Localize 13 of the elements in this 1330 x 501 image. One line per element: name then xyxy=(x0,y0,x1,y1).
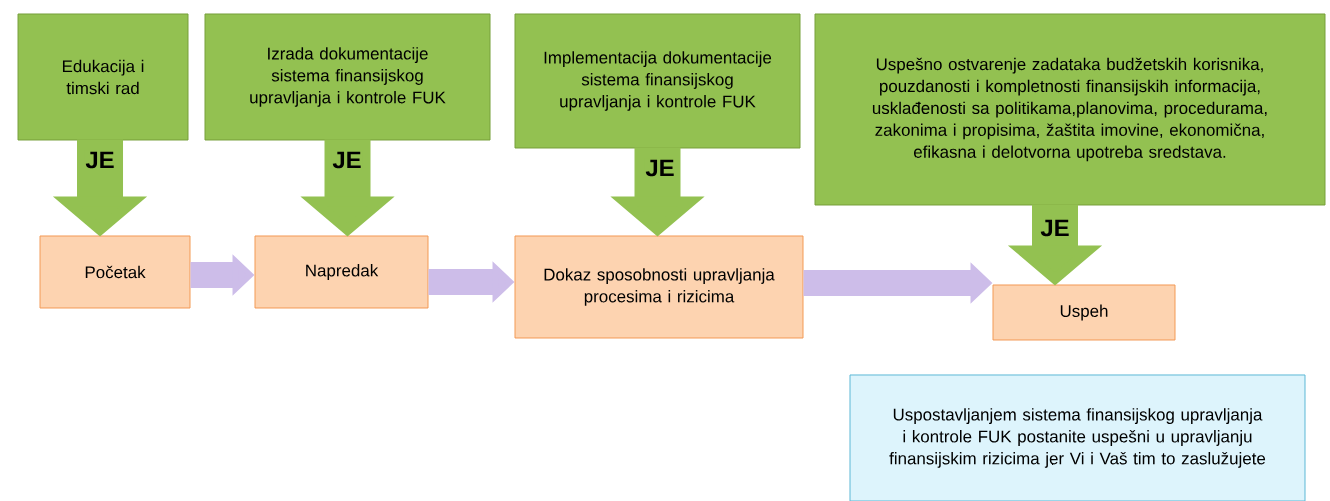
stage-box: Napredak xyxy=(254,235,429,309)
stage-box: Početak xyxy=(39,235,191,309)
edge-label: JE xyxy=(1040,219,1069,237)
process-box: Izrada dokumentacije sistema finansijskog upravljanja i kontrole FUK xyxy=(204,13,491,141)
note-box: Uspostavljanjem sistema finansijskog upravljanja i kontrole FUK postanite uspešni u upravljanju finansijskim rizicima jer Vi i Vaš tim to zaslužujete xyxy=(849,374,1306,501)
stage-box: Uspeh xyxy=(992,284,1176,341)
process-box: Implementacija dokumentacije sistema finansijskog upravljanja i kontrole FUK xyxy=(514,13,801,149)
stage-box: Dokaz sposobnosti upravljanja procesima i rizicima xyxy=(514,235,804,339)
process-box: Edukacija i timski rad xyxy=(17,13,189,141)
process-box: Uspešno ostvarenje zadataka budžetskih korisnika, pouzdanosti i kompletnosti finansijskih informacija, usklađenosti sa politikama,planovima, procedurama, zakonima i propisima, žaštita imovine, ekonomična, efikasna i delotvorna upotreba sredstava. xyxy=(814,13,1326,206)
edge-label: JE xyxy=(85,151,114,169)
edge-label: JE xyxy=(645,159,674,177)
edge-label: JE xyxy=(332,151,361,169)
